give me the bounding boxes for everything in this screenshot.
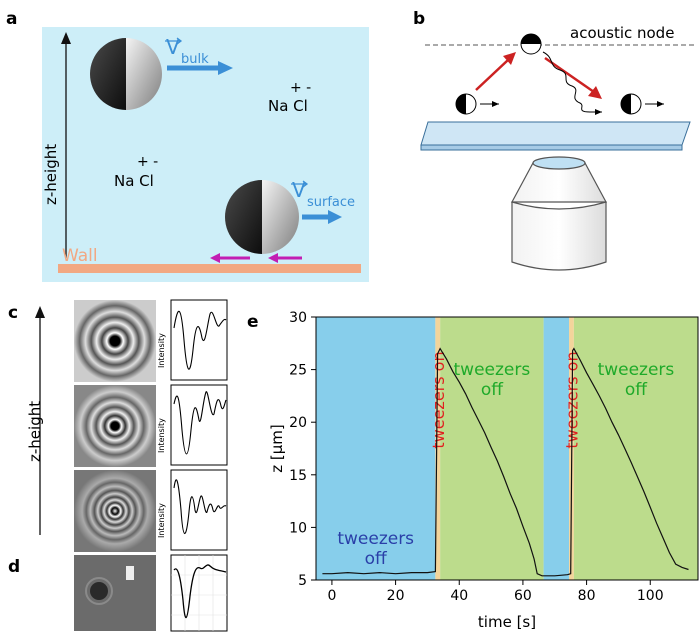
ion-charges-1: + - [290,80,311,96]
intensity-label-1: Intensity [157,333,166,368]
particle-top [520,33,542,55]
x-tick-label-5: 100 [637,588,664,604]
intensity-curve-1 [173,310,227,370]
red-arrowhead-up [503,52,516,65]
y-tick-label-0: 5 [298,573,307,589]
red-arrowhead-down [588,86,602,99]
wall-label: Wall [62,246,98,266]
panel-label-d: d [8,557,20,577]
ion-label-2: Na Cl [114,172,154,190]
glass-slide-top [420,121,691,146]
panel-b: b acoustic node [413,9,694,271]
y-tick-label-1: 10 [289,520,307,536]
x-tick-label-2: 40 [450,588,468,604]
v-surface-arrowhead [328,210,342,224]
panel-label-a: a [6,9,17,29]
flow-arrowhead-left [210,253,220,263]
panel-d: d [8,554,228,632]
zheight-arrowhead [61,32,71,44]
intensity-box-2 [170,384,228,466]
experimental-image [74,555,156,631]
panel-c: c z-height Intensity Intensity Intensity [8,299,228,552]
x-axis-label: time [s] [478,613,536,631]
y-tick-label-4: 25 [289,363,307,379]
zheight-arrowhead-c [35,306,45,318]
red-arrow-down [544,56,595,94]
x-tick-label-3: 60 [514,588,532,604]
hologram-image-3 [74,470,156,552]
hologram-image-1 [74,300,156,382]
janus-particle-bulk [90,38,162,110]
hologram-image-2 [74,385,156,467]
v-bulk-arrowhead [218,61,233,75]
particle-right [620,93,642,115]
region-1 [435,317,441,580]
v-surface-subscript: surface [307,195,355,210]
region-label-1: tweezers on [429,351,448,448]
region-label-5-1: off [625,380,648,400]
panel-a: a z-height V bulk + - Na Cl + - Na Cl V … [6,9,369,282]
x-tick-label-1: 20 [387,588,405,604]
region-label-5-0: tweezers [598,360,675,380]
intensity-curve-2 [173,391,227,455]
v-surface-vector-mark [291,180,309,188]
zheight-label-a: z-height [42,144,60,205]
acoustic-node-label: acoustic node [570,24,674,42]
region-5 [573,317,698,580]
experimental-marker [126,566,134,580]
intensity-curve-4 [173,564,227,619]
plot-frame [315,316,699,581]
panel-label-b: b [413,9,425,29]
particle-left [455,93,477,115]
experimental-particle [90,582,108,600]
region-label-0-1: off [365,549,388,569]
intensity-label-3: Intensity [157,503,166,538]
region-label-0-0: tweezers [337,529,414,549]
intensity-curve-3 [173,479,227,535]
y-tick-label-2: 15 [289,468,307,484]
objective-lens [510,156,608,271]
red-arrow-up [475,59,509,91]
intensity-label-2: Intensity [157,418,166,453]
ion-charges-2: + - [137,154,158,170]
region-label-2-1: off [481,380,504,400]
region-3 [543,317,570,580]
experimental-particle-ring [85,577,113,605]
v-bulk-vector-mark [165,37,183,45]
series-line-0 [322,347,689,577]
panel-label-c: c [8,303,18,323]
wall-bar [58,264,361,273]
region-label-2-0: tweezers [454,360,531,380]
intensity-box-3 [170,469,228,551]
y-tick-label-3: 20 [289,415,307,431]
janus-particle-surface [225,180,299,254]
flow-arrowhead-right [268,253,278,263]
y-axis-label: z [μm] [268,424,286,473]
panel-label-e: e [247,312,259,332]
region-0 [316,317,436,580]
v-bulk-subscript: bulk [181,52,209,67]
ion-label-1: Na Cl [268,97,308,115]
zheight-label-c: z-height [26,401,44,462]
x-tick-label-0: 0 [327,588,336,604]
glass-slide-edge [420,144,683,151]
x-tick-label-4: 80 [578,588,596,604]
brownian-path [542,51,602,115]
y-tick-label-5: 30 [289,310,307,326]
